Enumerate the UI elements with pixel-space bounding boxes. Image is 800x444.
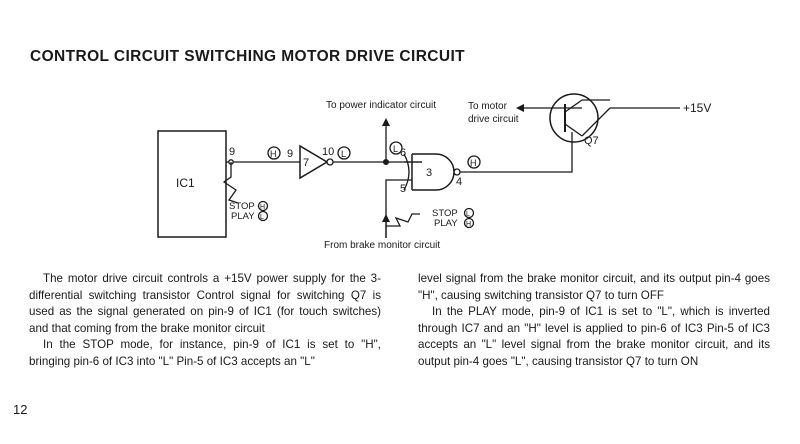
paragraph: The motor drive circuit controls a +15V … [29,272,381,335]
page-title: CONTROL CIRCUIT SWITCHING MOTOR DRIVE CI… [30,48,466,65]
label-pin6: 6 [400,147,406,159]
stop-play-wire-right [386,213,420,227]
label-play-left: PLAY [231,211,255,222]
label-pin9-ic1: 9 [229,146,235,158]
label-power-indicator: To power indicator circuit [326,100,436,111]
ic7-inverter [299,144,329,180]
ic3-bubble [453,168,461,176]
label-ic7: 7 [303,157,309,169]
ic7-bubble [326,158,334,166]
label-play-right: PLAY [434,218,458,229]
label-stop-right: STOP [432,208,458,219]
label-ic1: IC1 [176,176,195,190]
label-q7: Q7 [584,135,599,147]
state-h-pin4: H [470,158,477,168]
text-column-left: The motor drive circuit controls a +15V … [29,271,381,371]
q7-transistor [549,93,599,143]
paragraph: In the PLAY mode, pin-9 of IC1 is set to… [418,305,770,368]
label-brake-monitor: From brake monitor circuit [324,240,440,251]
wire-pin5 [385,179,412,238]
state-h-input: H [270,149,277,159]
state-stop-left: H [260,204,265,211]
label-motor-drive-1: To motor [468,101,508,112]
page-number: 12 [13,402,28,417]
state-play-right: H [466,221,471,228]
state-l-output: L [341,149,346,159]
label-pin10: 10 [322,146,334,158]
label-ic3: 3 [426,167,432,179]
wire-pin4-to-q7 [460,145,573,173]
stop-play-wire-left [222,162,239,204]
label-pin9-ic7: 9 [287,148,293,160]
ic3-nand-gate [412,153,455,191]
label-pin4: 4 [456,176,462,188]
paragraph: level signal from the brake monitor circ… [418,272,770,302]
label-pin5: 5 [400,183,406,195]
label-stop-left: STOP [229,201,255,212]
paragraph: In the STOP mode, for instance, pin-9 of… [29,338,381,368]
label-motor-drive-2: drive circuit [468,114,519,125]
state-stop-right: L [466,211,470,218]
label-supply: +15V [683,101,711,115]
state-l-pin6: L [393,144,398,154]
text-column-right: level signal from the brake monitor circ… [418,271,770,371]
state-play-left: L [260,214,264,221]
